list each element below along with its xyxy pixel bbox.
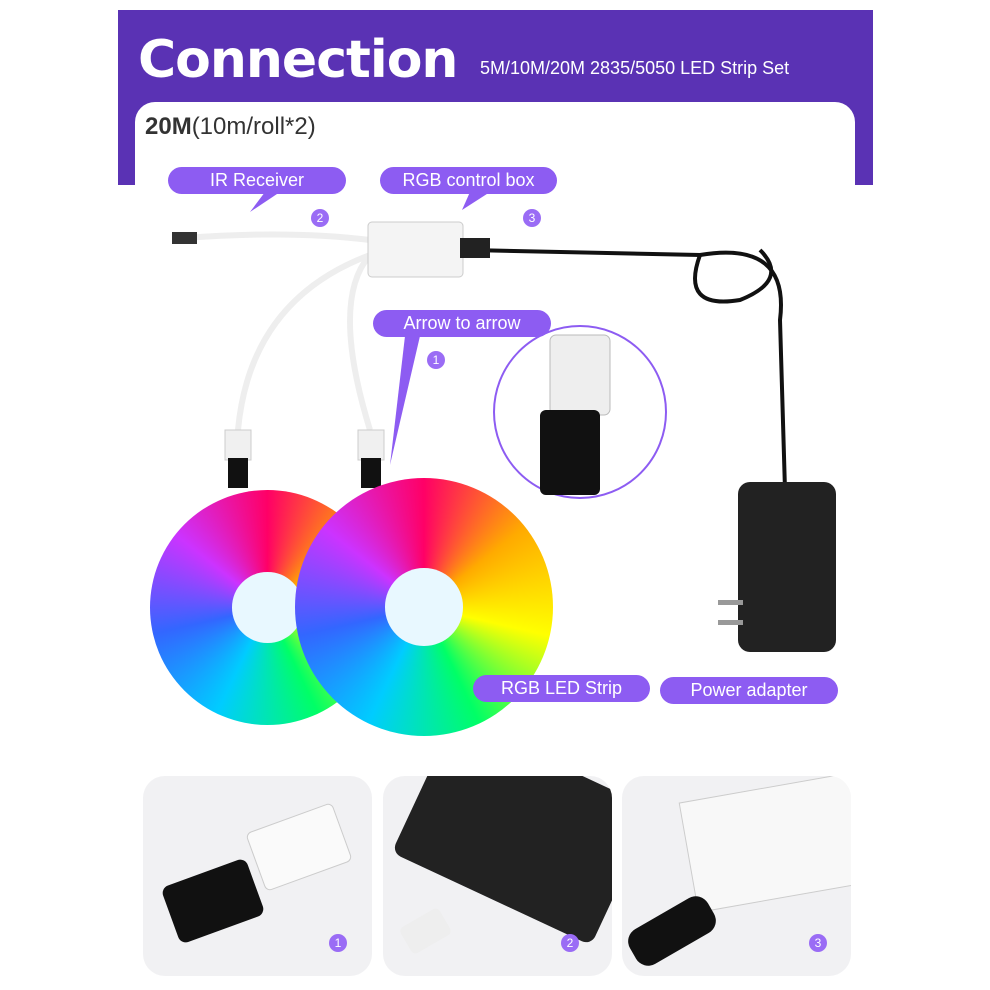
label-adapter: Power adapter [660,677,838,704]
ir-cable [184,231,371,243]
power-adapter [738,482,836,652]
photo-control-box: 3 [622,776,851,976]
subtitle: 5M/10M/20M 2835/5050 LED Strip Set [480,58,790,78]
photo-1-badge: 1 [329,934,347,952]
power-cable [469,248,787,491]
strip-cable-1 [235,252,372,431]
label-control-box: RGB control box [380,167,557,194]
led-reel-2 [295,478,553,736]
photo-remote: 2 [383,776,612,976]
step-2-badge: 2 [311,209,329,227]
ir-plug [172,232,197,244]
size-detail: (10m/roll*2) [191,113,316,140]
control-box [367,221,464,278]
page-title: Connection [138,30,458,90]
label-ir-receiver: IR Receiver [168,167,346,194]
photo-connector: 1 [143,776,372,976]
photo-3-badge: 3 [809,934,827,952]
size-label: 20M(10m/roll*2) [145,113,316,141]
content-panel [135,102,855,222]
label-strip: RGB LED Strip [473,675,650,702]
strip-cable-2 [347,253,373,431]
step-1-badge: 1 [427,351,445,369]
step-3-badge: 3 [523,209,541,227]
size-bold: 20M [145,113,192,140]
label-arrow: Arrow to arrow [373,310,551,337]
photo-2-badge: 2 [561,934,579,952]
